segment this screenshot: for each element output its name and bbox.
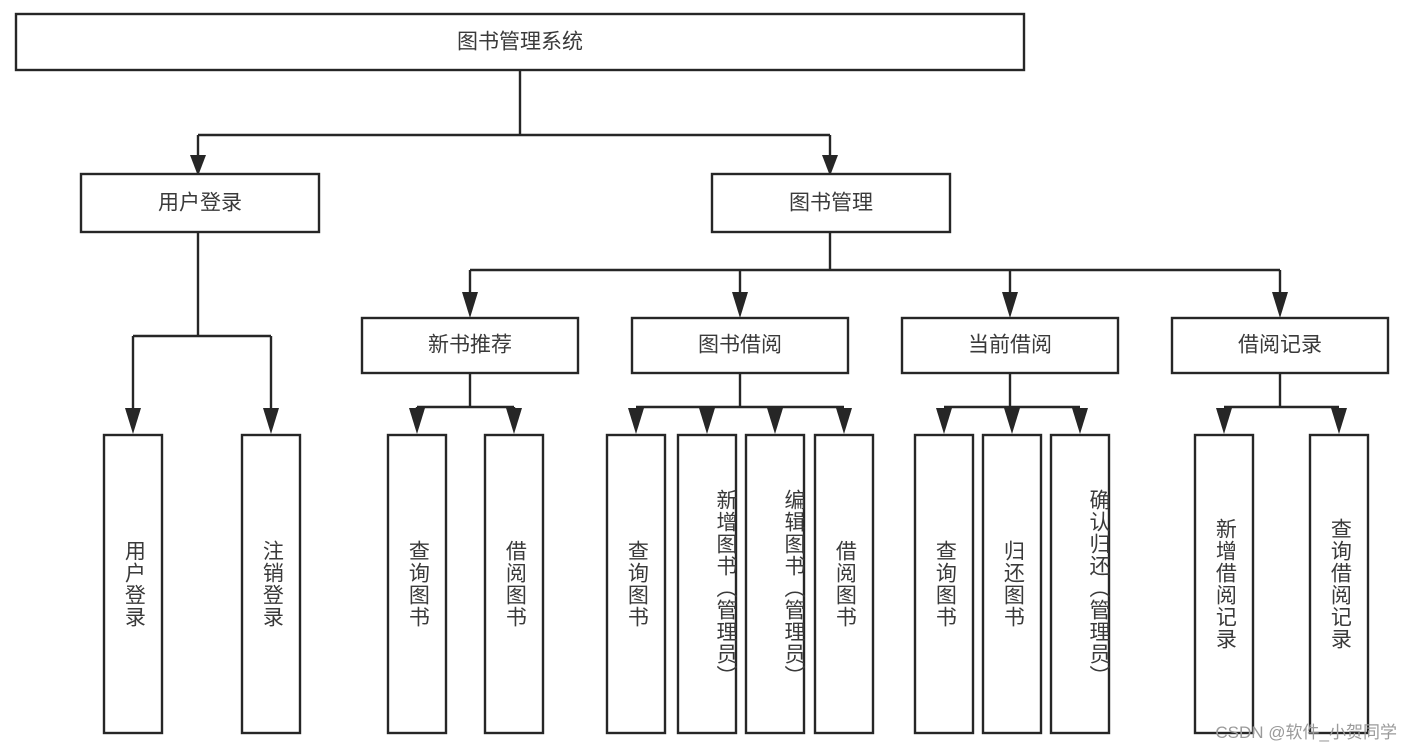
arrow-head-new-book xyxy=(462,292,478,318)
arrow-head-user-login xyxy=(190,155,206,176)
node-leaf-bookborrow-edit-box[interactable] xyxy=(744,433,806,735)
node-root-label: 图书管理系统 xyxy=(457,31,583,54)
node-leaf-currentborrow-query-box[interactable] xyxy=(913,433,975,735)
arrow-head-current-borrow xyxy=(1002,292,1018,318)
arrow-head-bookborrow-leaf-1 xyxy=(628,408,644,434)
node-user-login-box[interactable] xyxy=(79,172,321,234)
node-leaf-bookborrow-borrow-box[interactable] xyxy=(813,433,875,735)
node-user-login-label: 用户登录 xyxy=(158,192,242,215)
node-leaf-record-query-box[interactable] xyxy=(1308,433,1370,735)
arrow-head-leaf-user-login xyxy=(125,408,141,434)
node-borrow-record-box[interactable] xyxy=(1170,316,1390,375)
node-root-box[interactable] xyxy=(14,12,1026,72)
arrow-head-book-borrow xyxy=(732,292,748,318)
arrow-head-currentborrow-leaf-2 xyxy=(1004,408,1020,434)
node-leaf-currentborrow-confirm-box[interactable] xyxy=(1049,433,1111,735)
arrow-head-borrow-record xyxy=(1272,292,1288,318)
node-book-borrow-box[interactable] xyxy=(630,316,850,375)
arrow-head-borrowrecord-leaf-2 xyxy=(1331,408,1347,434)
connector-group-user-login xyxy=(125,232,279,434)
arrow-head-currentborrow-leaf-1 xyxy=(936,408,952,434)
arrow-head-newbook-leaf-2 xyxy=(506,408,522,434)
node-leaf-record-add-box[interactable] xyxy=(1193,433,1255,735)
arrow-head-newbook-leaf-1 xyxy=(409,408,425,434)
connector-group-root xyxy=(190,70,838,176)
connector-group-borrow-record xyxy=(1216,373,1347,434)
node-leaf-newbook-borrow-box[interactable] xyxy=(483,433,545,735)
node-leaf-newbook-query-box[interactable] xyxy=(386,433,448,735)
node-book-manage-label: 图书管理 xyxy=(789,192,873,215)
arrow-head-bookborrow-leaf-4 xyxy=(836,408,852,434)
node-new-book-box[interactable] xyxy=(360,316,580,375)
arrow-head-leaf-logout xyxy=(263,408,279,434)
connector-group-book-manage xyxy=(462,232,1288,318)
node-new-book-label: 新书推荐 xyxy=(428,334,512,357)
arrow-head-borrowrecord-leaf-1 xyxy=(1216,408,1232,434)
node-leaf-currentborrow-return-box[interactable] xyxy=(981,433,1043,735)
node-current-borrow-label: 当前借阅 xyxy=(968,334,1052,357)
node-book-manage-box[interactable] xyxy=(710,172,952,234)
arrow-head-book-manage xyxy=(822,155,838,176)
node-book-borrow-label: 图书借阅 xyxy=(698,334,782,357)
node-leaf-user-login-box[interactable] xyxy=(102,433,164,735)
node-leaf-bookborrow-query-box[interactable] xyxy=(605,433,667,735)
arrow-head-bookborrow-leaf-2 xyxy=(699,408,715,434)
arrow-head-currentborrow-leaf-3 xyxy=(1072,408,1088,434)
arrow-head-bookborrow-leaf-3 xyxy=(767,408,783,434)
node-leaf-logout-box[interactable] xyxy=(240,433,302,735)
connector-group-new-book xyxy=(409,373,522,434)
node-leaf-bookborrow-add-box[interactable] xyxy=(676,433,738,735)
node-current-borrow-box[interactable] xyxy=(900,316,1120,375)
connector-group-current-borrow xyxy=(936,373,1088,434)
watermark-text: CSDN @软件_小贺同学 xyxy=(1215,723,1397,742)
connector-group-book-borrow xyxy=(628,373,852,434)
node-borrow-record-label: 借阅记录 xyxy=(1238,334,1322,357)
